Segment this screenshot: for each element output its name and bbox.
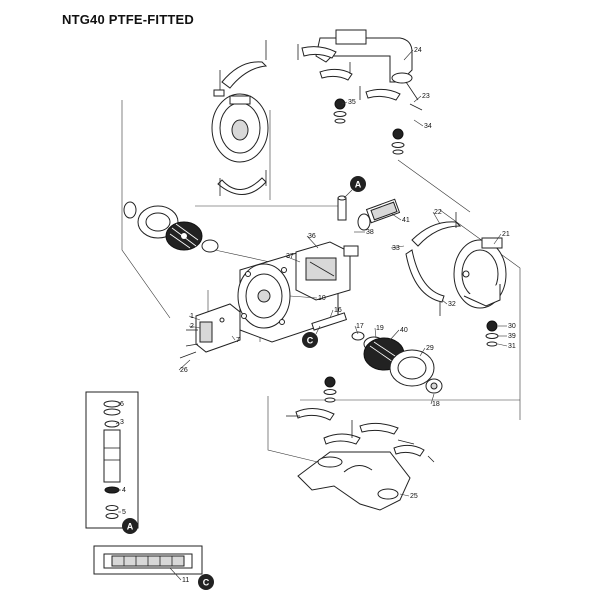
air-valve-pin <box>337 195 347 221</box>
leader-line-2 <box>188 325 201 329</box>
part-number-35: 35 <box>348 99 356 106</box>
upper-left-clamp-assembly <box>213 40 268 97</box>
part-number-39: 39 <box>508 333 516 340</box>
part-number-18: 18 <box>432 401 440 408</box>
inlet-manifold <box>297 451 411 511</box>
diaphragm-shaft <box>311 312 348 331</box>
leader-line-17 <box>354 325 359 335</box>
manifold-clamps <box>319 62 423 111</box>
leader-line-31 <box>497 343 508 347</box>
upper-left-chamber <box>211 93 269 196</box>
upper-check-valves <box>333 98 405 155</box>
leader-line-41 <box>391 213 402 221</box>
leader-line-33 <box>390 245 405 249</box>
callout-c-inset: C <box>198 574 214 590</box>
leader-line-21 <box>493 233 502 245</box>
part-number-3: 3 <box>120 419 124 426</box>
part-number-24: 24 <box>414 47 422 54</box>
part-number-41: 41 <box>402 217 410 224</box>
part-number-23: 23 <box>422 93 430 100</box>
svg-text:A: A <box>127 522 134 532</box>
part-number-21: 21 <box>502 231 510 238</box>
part-number-37: 37 <box>286 253 294 260</box>
part-number-34: 34 <box>424 123 432 130</box>
part-number-32: 32 <box>448 301 456 308</box>
callout-c-main: C <box>302 325 321 348</box>
svg-text:C: C <box>203 578 210 588</box>
leader-line-36 <box>306 235 319 249</box>
right-clamp <box>405 212 462 316</box>
part-number-31: 31 <box>508 343 516 350</box>
part-number-30: 30 <box>508 323 516 330</box>
part-number-4: 4 <box>122 487 126 494</box>
leader-line-10 <box>289 295 318 299</box>
inset-a-box <box>85 391 139 529</box>
leader-line-7 <box>231 335 236 341</box>
leader-line-19 <box>374 327 377 339</box>
part-number-19: 19 <box>376 325 384 332</box>
leader-line-24 <box>403 49 414 61</box>
right-check-valve <box>485 320 499 347</box>
part-number-11: 11 <box>182 577 189 584</box>
svg-text:A: A <box>355 180 362 190</box>
part-number-33: 33 <box>392 245 400 252</box>
part-number-2: 2 <box>190 323 194 330</box>
svg-text:C: C <box>307 336 314 346</box>
leader-line-18 <box>430 393 435 405</box>
leader-line-3 <box>115 421 120 425</box>
diagram-title: NTG40 PTFE-FITTED <box>62 12 194 27</box>
part-number-40: 40 <box>400 327 408 334</box>
inset-c-box <box>93 545 203 575</box>
air-valve-assembly <box>295 241 359 301</box>
part-number-7: 7 <box>236 337 240 344</box>
part-number-5: 5 <box>122 509 126 516</box>
part-number-6: 6 <box>120 401 124 408</box>
part-number-1: 1 <box>190 313 194 320</box>
part-number-10: 10 <box>318 295 326 302</box>
part-number-29: 29 <box>426 345 434 352</box>
part-number-25: 25 <box>410 493 418 500</box>
right-chamber <box>453 237 507 309</box>
muffler <box>357 198 401 231</box>
leader-line-40 <box>389 329 400 341</box>
leader-line-16 <box>329 309 334 319</box>
leader-line-23 <box>413 95 422 103</box>
part-number-36: 36 <box>308 233 316 240</box>
leader-line-32 <box>441 299 448 305</box>
part-number-16: 16 <box>334 307 342 314</box>
leader-line-35 <box>341 101 348 105</box>
part-number-26: 26 <box>180 367 188 374</box>
leader-line-29 <box>419 347 426 357</box>
leader-line-1 <box>188 315 201 321</box>
leader-line-25 <box>399 493 410 497</box>
left-diaphragm-stack <box>123 201 219 253</box>
leader-line-26 <box>178 359 191 371</box>
callout-a-inset: A <box>122 518 138 534</box>
leader-line-11 <box>169 567 182 581</box>
part-number-22: 22 <box>434 209 442 216</box>
part-number-17: 17 <box>356 323 364 330</box>
part-number-38: 38 <box>366 229 374 236</box>
leader-line-22 <box>432 211 441 225</box>
discharge-manifold <box>297 29 419 101</box>
leader-line-34 <box>413 119 424 127</box>
right-diaphragm-stack <box>351 331 443 394</box>
callout-a-main: A <box>343 176 366 199</box>
pilot-valve-body <box>179 303 241 359</box>
lower-clamps <box>286 376 435 463</box>
leader-line-37 <box>284 255 301 263</box>
